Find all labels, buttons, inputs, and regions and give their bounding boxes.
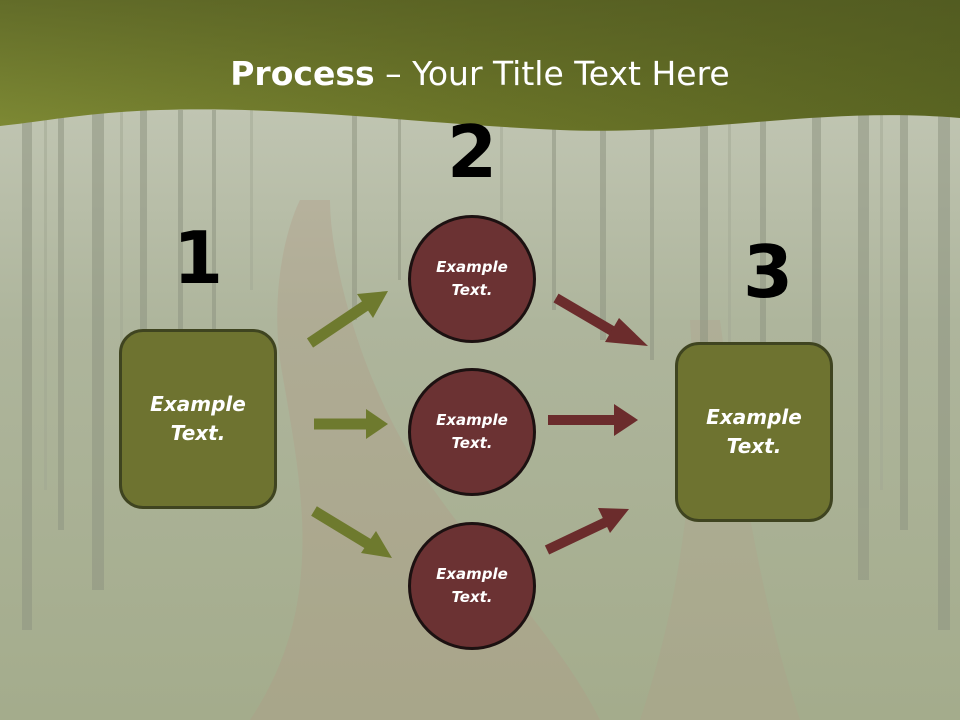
step-box-1-label: Example Text. [150, 392, 246, 445]
step-number-1: 1 [172, 216, 224, 300]
arrow-box1-to-circle1 [306, 291, 388, 348]
step-box-3-label: Example Text. [706, 405, 802, 458]
circle-node-3-label: Example Text. [436, 565, 508, 606]
arrow-circle3-to-box3 [544, 508, 629, 555]
circle-node-1-label: Example Text. [436, 258, 508, 299]
circle-node-2: Example Text. [408, 368, 536, 496]
arrow-circle2-to-box3 [548, 404, 638, 436]
step-box-3: Example Text. [675, 342, 833, 522]
green-arrows [306, 291, 392, 558]
title-separator: – [374, 54, 413, 93]
arrow-box1-to-circle2 [314, 409, 388, 439]
circle-node-2-label: Example Text. [436, 411, 508, 452]
circle-node-1: Example Text. [408, 215, 536, 343]
step-number-3: 3 [742, 230, 794, 314]
title-text: Your Title Text Here [412, 54, 730, 93]
title-bold: Process [230, 54, 375, 93]
step-number-2: 2 [446, 110, 498, 194]
slide-title: Process – Your Title Text Here [0, 52, 960, 96]
step-box-1: Example Text. [119, 329, 277, 509]
red-arrows [544, 293, 648, 555]
arrow-circle1-to-box3 [553, 293, 648, 346]
arrow-box1-to-circle3 [311, 506, 392, 558]
circle-node-3: Example Text. [408, 522, 536, 650]
